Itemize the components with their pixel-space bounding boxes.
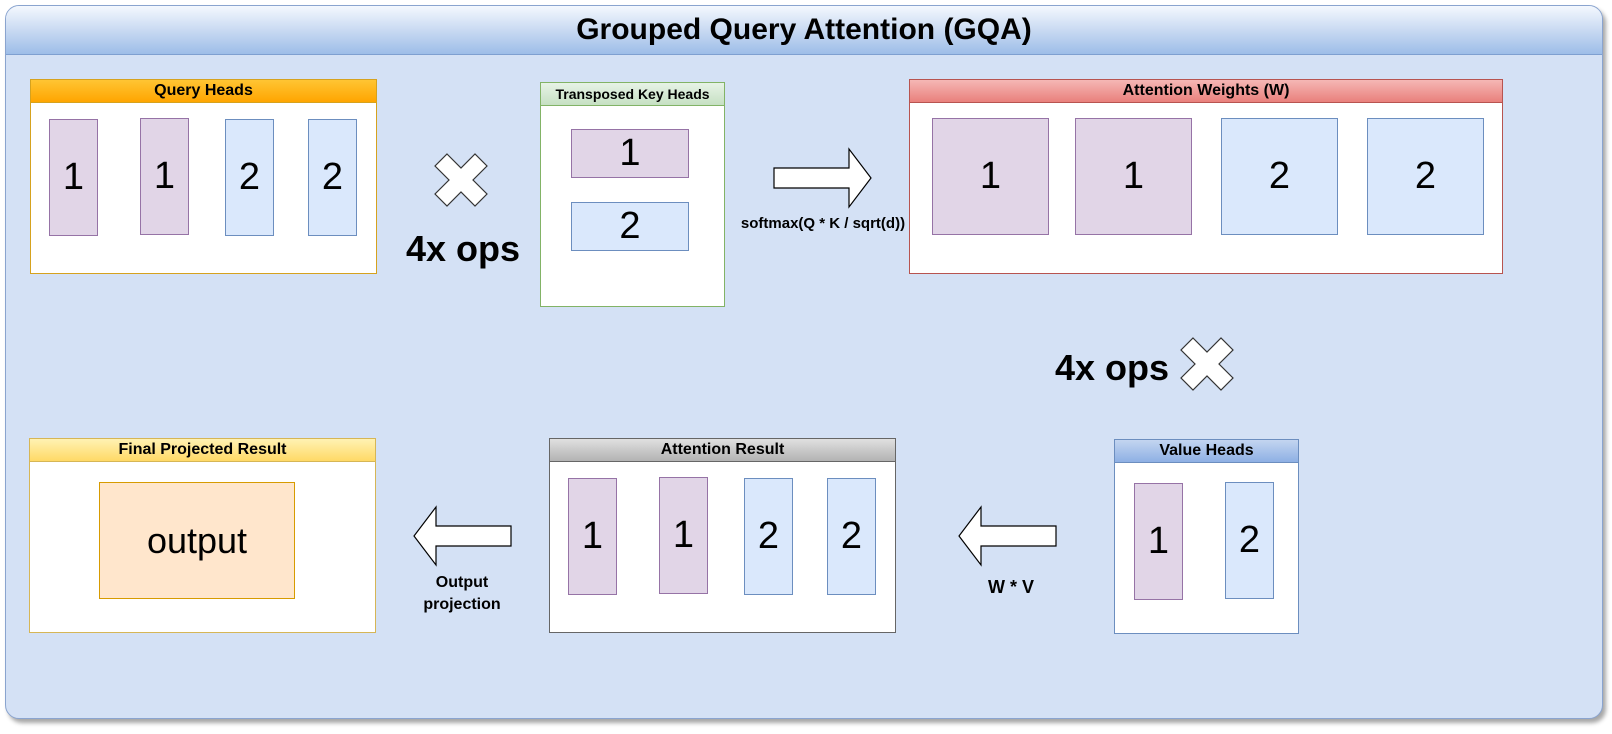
attention-result-cell: 1 bbox=[659, 477, 708, 594]
attention-result-panel: Attention Result 1 1 2 2 bbox=[549, 438, 896, 633]
key-heads-panel: Transposed Key Heads 1 2 bbox=[540, 82, 725, 307]
query-head-cell: 2 bbox=[225, 119, 274, 236]
arrow-right-icon bbox=[773, 147, 872, 209]
attention-result-cell: 2 bbox=[744, 478, 793, 595]
query-head-cell: 1 bbox=[140, 118, 189, 235]
attention-weights-panel: Attention Weights (W) 1 1 2 2 bbox=[909, 79, 1503, 274]
key-head-cell: 2 bbox=[571, 202, 689, 251]
ops-label-right: 4x ops bbox=[1055, 347, 1170, 388]
query-heads-panel: Query Heads 1 1 2 2 bbox=[30, 79, 377, 274]
query-heads-title: Query Heads bbox=[31, 80, 376, 103]
value-heads-title: Value Heads bbox=[1115, 440, 1298, 463]
query-head-cell: 2 bbox=[308, 119, 357, 236]
attention-weight-cell: 2 bbox=[1221, 118, 1338, 235]
attention-weight-cell: 2 bbox=[1367, 118, 1484, 235]
attention-weights-title: Attention Weights (W) bbox=[910, 80, 1502, 103]
value-heads-panel: Value Heads 1 2 bbox=[1114, 439, 1299, 634]
output-box: output bbox=[99, 482, 295, 599]
arrow-left-icon bbox=[958, 505, 1057, 567]
wv-label: W * V bbox=[987, 577, 1034, 597]
softmax-label: softmax(Q * K / sqrt(d)) bbox=[740, 215, 906, 232]
key-head-cell: 1 bbox=[571, 129, 689, 178]
attention-result-cell: 1 bbox=[568, 478, 617, 595]
attention-weight-cell: 1 bbox=[1075, 118, 1192, 235]
attention-result-title: Attention Result bbox=[550, 439, 895, 462]
ops-label-top: 4x ops bbox=[406, 228, 521, 269]
attention-result-cell: 2 bbox=[827, 478, 876, 595]
arrow-left-icon bbox=[413, 505, 512, 567]
final-result-panel: Final Projected Result output bbox=[29, 438, 376, 633]
multiply-icon bbox=[434, 153, 488, 207]
attention-weight-cell: 1 bbox=[932, 118, 1049, 235]
key-heads-title: Transposed Key Heads bbox=[541, 83, 724, 106]
final-result-title: Final Projected Result bbox=[30, 439, 375, 462]
value-head-cell: 1 bbox=[1134, 483, 1183, 600]
diagram-canvas: Grouped Query Attention (GQA) Query Head… bbox=[5, 5, 1603, 719]
multiply-icon bbox=[1180, 337, 1234, 391]
diagram-title: Grouped Query Attention (GQA) bbox=[6, 6, 1602, 55]
value-head-cell: 2 bbox=[1225, 482, 1274, 599]
output-projection-label: Output projection bbox=[423, 574, 501, 613]
query-head-cell: 1 bbox=[49, 119, 98, 236]
